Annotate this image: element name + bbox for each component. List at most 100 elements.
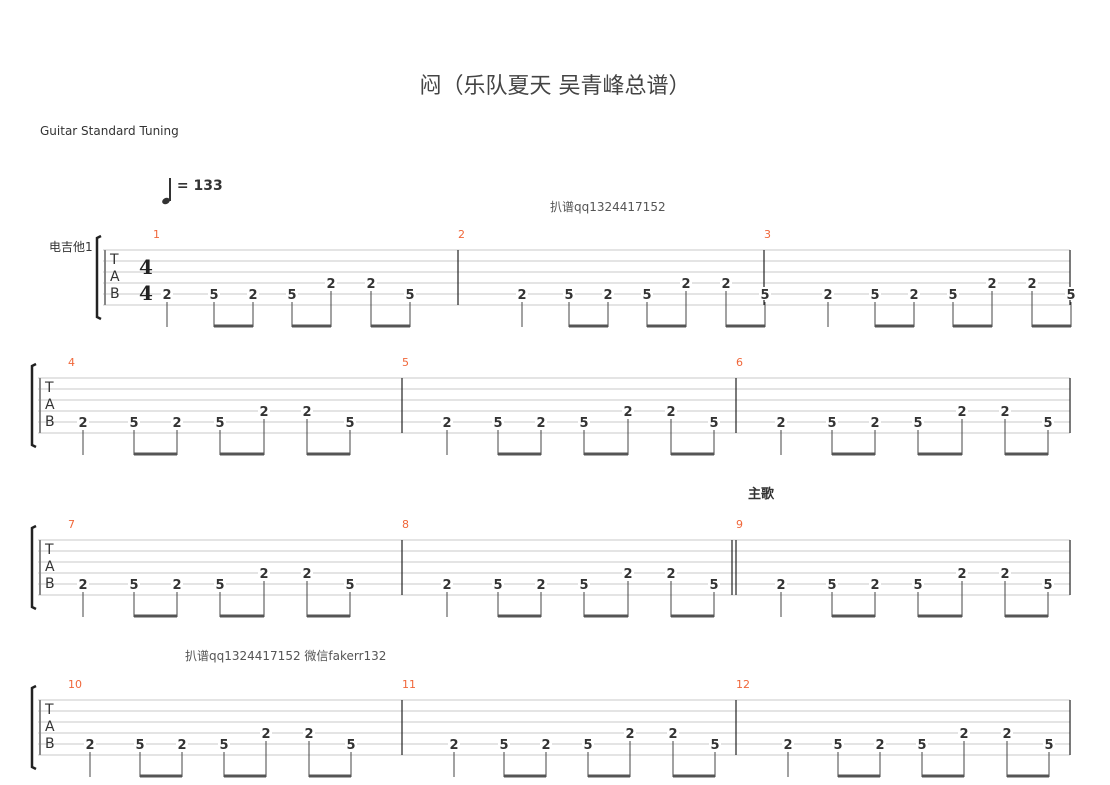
- note-background: [1042, 415, 1054, 428]
- fret-number: 5: [564, 288, 573, 303]
- tempo-value: = 133: [176, 178, 223, 194]
- tab-clef-t: T: [109, 252, 119, 268]
- note-background: [161, 287, 173, 300]
- note-background: [344, 577, 356, 590]
- fret-number: 5: [870, 288, 879, 303]
- fret-number: 2: [823, 288, 832, 303]
- note-background: [498, 737, 510, 750]
- fret-number: 2: [304, 727, 313, 742]
- fret-number: 2: [259, 567, 268, 582]
- note-background: [832, 737, 844, 750]
- fret-number: 2: [625, 727, 634, 742]
- measure-number: 12: [736, 678, 750, 691]
- note-background: [77, 577, 89, 590]
- fret-number: 2: [78, 416, 87, 431]
- measure-number: 11: [402, 678, 416, 691]
- fret-number: 2: [783, 738, 792, 753]
- fret-number: 2: [870, 578, 879, 593]
- fret-number: 2: [536, 416, 545, 431]
- measure-number: 6: [736, 356, 743, 369]
- fret-number: 5: [1044, 738, 1053, 753]
- fret-number: 2: [302, 405, 311, 420]
- fret-number: 5: [1043, 416, 1052, 431]
- fret-number: 5: [760, 288, 769, 303]
- note-background: [826, 577, 838, 590]
- fret-number: 2: [366, 277, 375, 292]
- note-background: [492, 577, 504, 590]
- note-background: [303, 726, 315, 739]
- fret-number: 5: [215, 578, 224, 593]
- tempo-marking: = 133: [161, 178, 223, 208]
- fret-number: 2: [85, 738, 94, 753]
- transcriber-contact-note: 扒谱qq1324417152 微信fakerr132: [185, 649, 387, 663]
- fret-number: 2: [449, 738, 458, 753]
- fret-number: 5: [209, 288, 218, 303]
- fret-number: 5: [287, 288, 296, 303]
- tab-clef-t: T: [44, 380, 54, 396]
- note-background: [986, 276, 998, 289]
- fret-number: 2: [536, 578, 545, 593]
- tab-clef-a: A: [45, 559, 55, 575]
- fret-number: 2: [668, 727, 677, 742]
- note-background: [708, 577, 720, 590]
- fret-number: 5: [917, 738, 926, 753]
- fret-number: 2: [442, 416, 451, 431]
- tab-clef-b: B: [45, 414, 55, 430]
- note-background: [208, 287, 220, 300]
- fret-number: 2: [776, 578, 785, 593]
- fret-number: 2: [248, 288, 257, 303]
- note-background: [286, 287, 298, 300]
- fret-number: 2: [172, 416, 181, 431]
- note-background: [822, 287, 834, 300]
- section-label: 主歌: [748, 487, 775, 502]
- measure-number: 7: [68, 518, 75, 531]
- note-background: [344, 415, 356, 428]
- tab-clef-a: A: [45, 397, 55, 413]
- fret-number: 2: [875, 738, 884, 753]
- note-background: [345, 737, 357, 750]
- fret-number: 5: [709, 416, 718, 431]
- fret-number: 5: [579, 578, 588, 593]
- tab-clef-t: T: [44, 542, 54, 558]
- note-background: [999, 566, 1011, 579]
- note-background: [77, 415, 89, 428]
- tab-clef-b: B: [45, 576, 55, 592]
- note-background: [999, 404, 1011, 417]
- measure-number: 8: [402, 518, 409, 531]
- fret-number: 5: [345, 578, 354, 593]
- fret-number: 2: [776, 416, 785, 431]
- note-background: [680, 276, 692, 289]
- system-bracket: [30, 684, 37, 771]
- note-background: [759, 287, 771, 300]
- note-background: [171, 415, 183, 428]
- fret-number: 5: [215, 416, 224, 431]
- note-background: [912, 415, 924, 428]
- note-background: [214, 577, 226, 590]
- fret-number: 2: [957, 405, 966, 420]
- note-background: [516, 287, 528, 300]
- fret-number: 5: [493, 416, 502, 431]
- note-background: [301, 566, 313, 579]
- note-background: [947, 287, 959, 300]
- fret-number: 5: [1043, 578, 1052, 593]
- system-bracket: [30, 524, 37, 611]
- measure-number: 10: [68, 678, 82, 691]
- fret-number: 5: [642, 288, 651, 303]
- fret-number: 2: [302, 567, 311, 582]
- note-background: [301, 404, 313, 417]
- fret-number: 2: [603, 288, 612, 303]
- note-background: [665, 566, 677, 579]
- fret-number: 2: [1000, 567, 1009, 582]
- fret-number: 2: [666, 567, 675, 582]
- note-background: [441, 415, 453, 428]
- fret-number: 2: [721, 277, 730, 292]
- tab-clef-t: T: [44, 702, 54, 718]
- fret-number: 5: [219, 738, 228, 753]
- fret-number: 5: [710, 738, 719, 753]
- transcriber-note: 扒谱qq1324417152: [550, 200, 666, 214]
- note-background: [325, 276, 337, 289]
- quarter-note-icon: [161, 178, 172, 208]
- fret-number: 2: [517, 288, 526, 303]
- fret-number: 2: [177, 738, 186, 753]
- note-background: [958, 726, 970, 739]
